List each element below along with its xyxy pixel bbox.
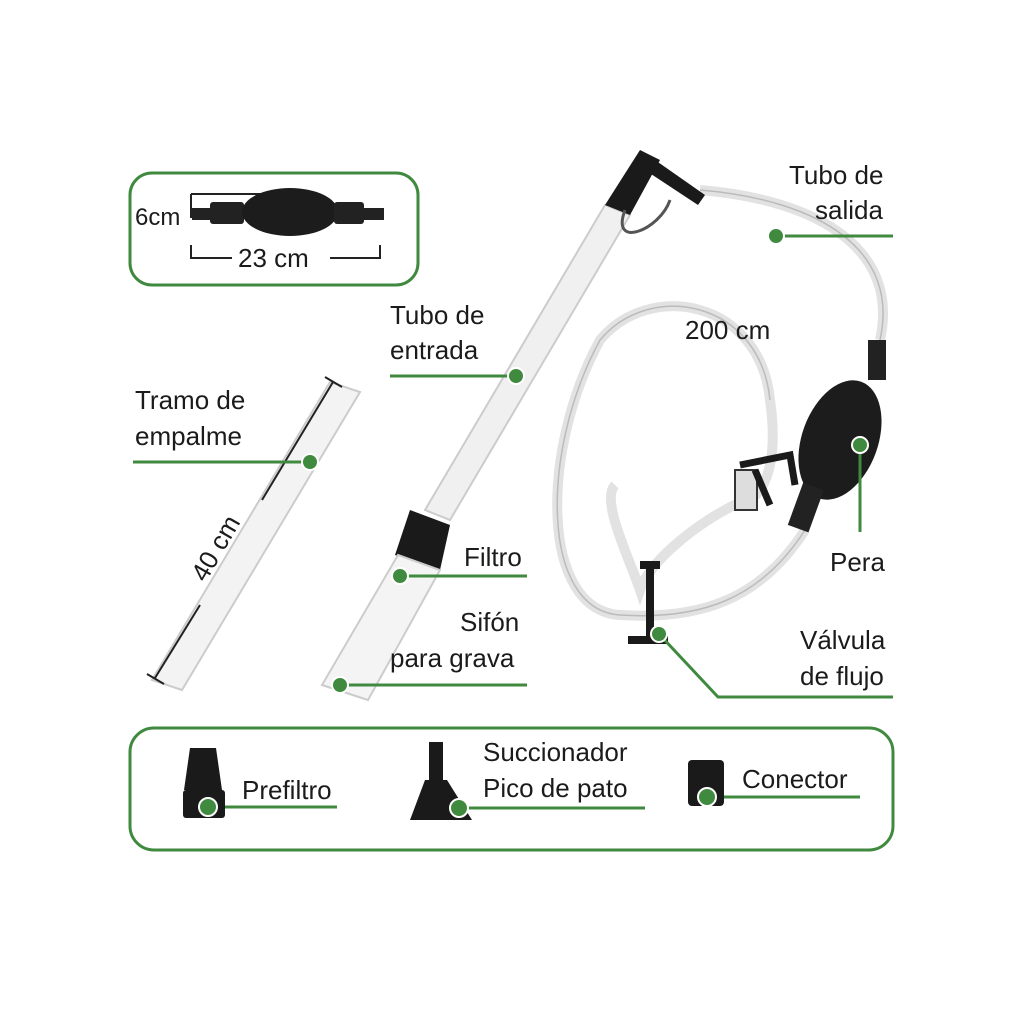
bulb-label: Pera (830, 547, 885, 577)
bulb-height-label: 6cm (135, 204, 181, 231)
leader-dots (301, 227, 869, 694)
leader-lines (133, 234, 893, 810)
outlet-tube-label-2: salida (815, 195, 883, 225)
accessories-box (128, 726, 895, 852)
inlet-tube (320, 150, 705, 702)
flow-valve-label-2: de flujo (800, 661, 884, 691)
gravel-siphon-label-2: para grava (390, 643, 515, 673)
extension-label-1: Tramo de (135, 385, 246, 415)
inlet-tube-label-1: Tubo de (390, 300, 485, 330)
gravel-siphon-label-1: Sifón (460, 607, 520, 637)
bulb-pump (787, 340, 886, 533)
prefilter-label: Prefiltro (242, 775, 332, 805)
bulb-dimension-box (128, 171, 420, 287)
inlet-tube-label-2: entrada (390, 335, 479, 365)
filter-label: Filtro (464, 542, 522, 572)
bulb-small-image (190, 188, 384, 259)
flow-valve-label-1: Válvula (800, 625, 886, 655)
bulb-length-label: 23 cm (238, 243, 309, 273)
duck-nozzle-label-1: Succionador (483, 737, 628, 767)
outlet-tube-label-1: Tubo de (789, 160, 884, 190)
connector-label: Conector (742, 764, 848, 794)
hose-length-label: 200 cm (685, 315, 771, 345)
flow-valve-image (734, 450, 799, 511)
extension-label-2: empalme (135, 421, 242, 451)
duck-nozzle-label-2: Pico de pato (483, 773, 628, 803)
